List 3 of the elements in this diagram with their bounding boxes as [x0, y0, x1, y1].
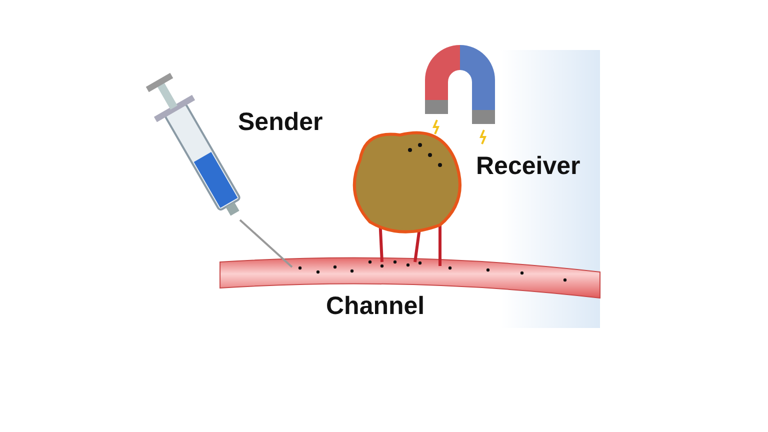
sender-label: Sender — [238, 108, 323, 137]
receiver-label: Receiver — [476, 152, 580, 181]
channel-label: Channel — [326, 292, 425, 321]
